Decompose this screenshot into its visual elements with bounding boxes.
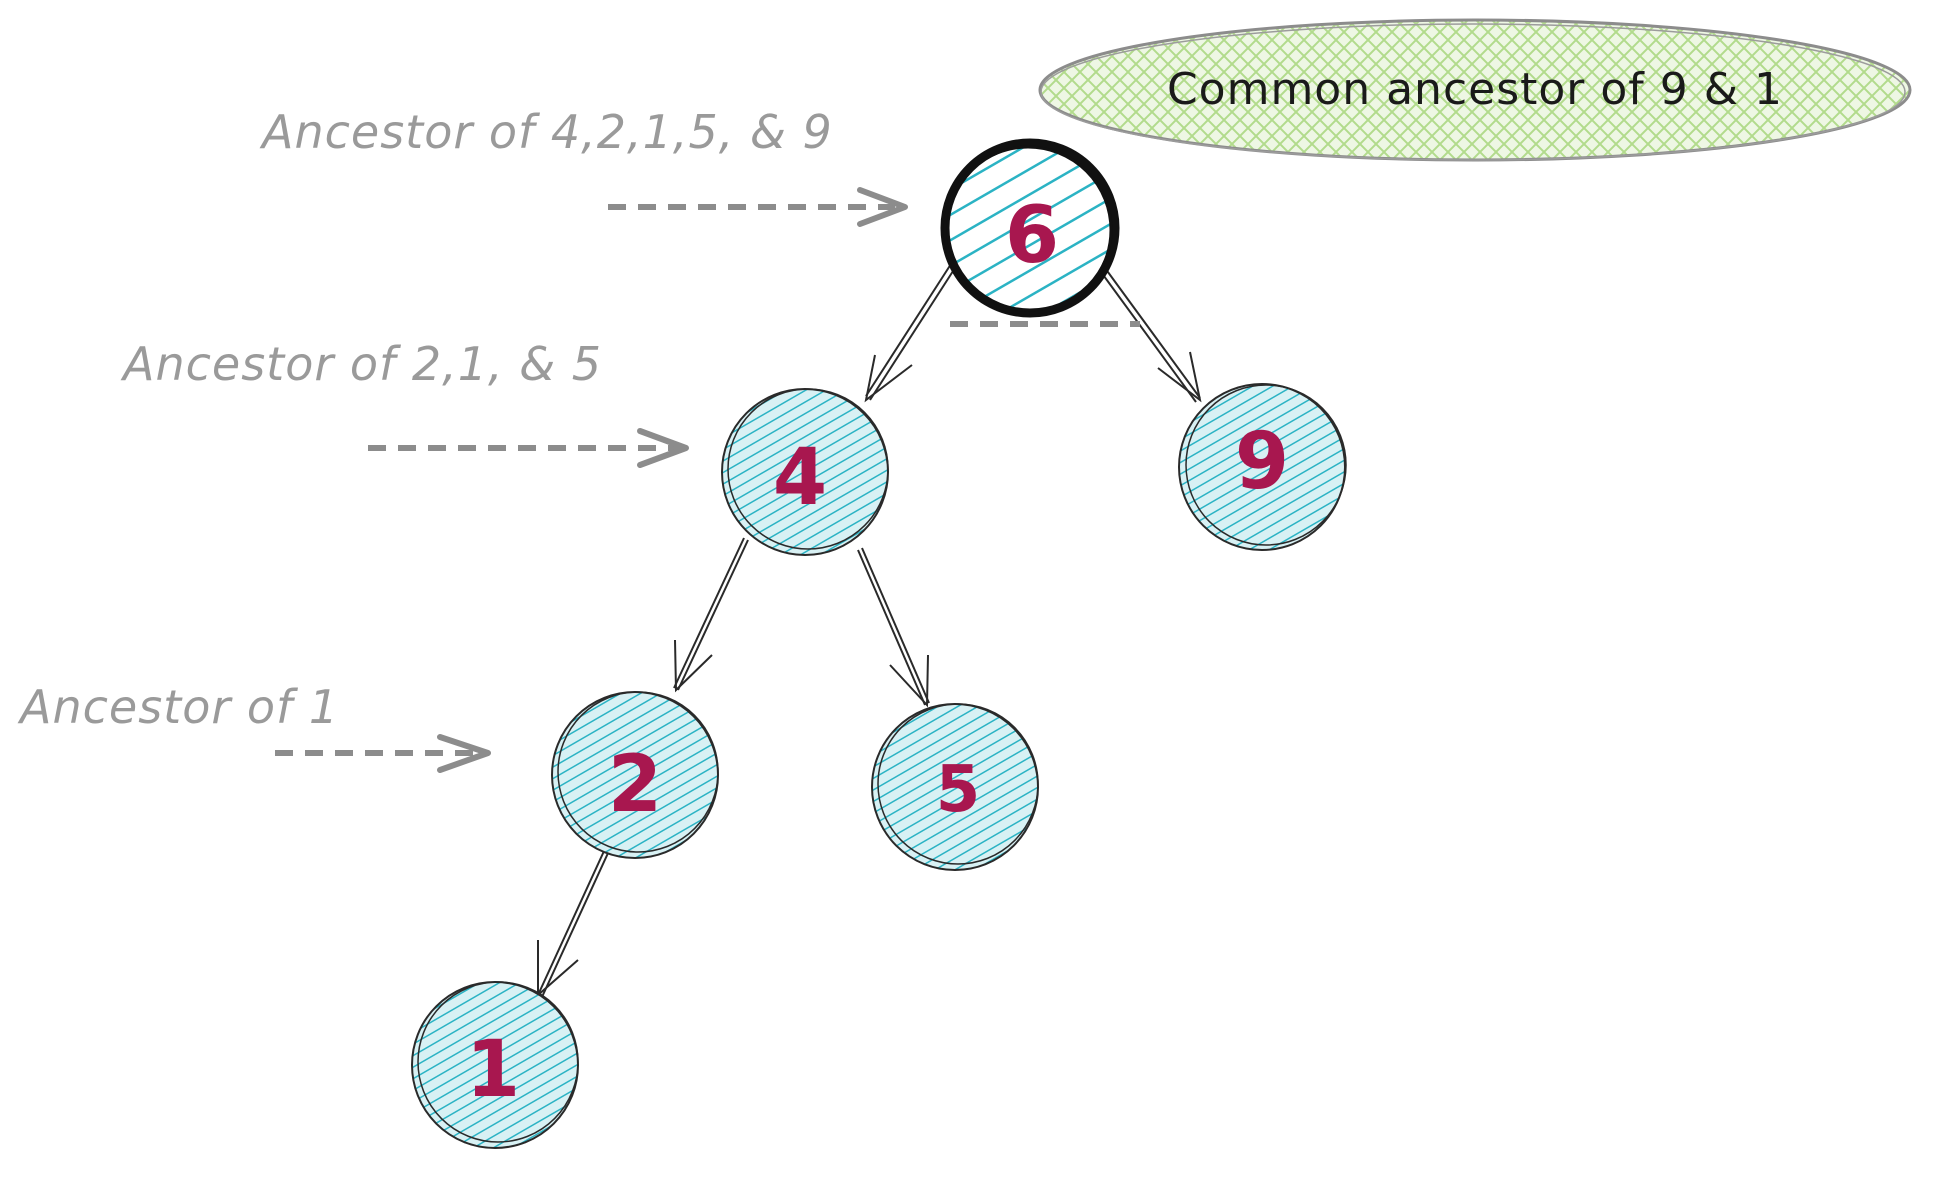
node-9: 9 <box>1178 383 1347 551</box>
node-5: 5 <box>871 703 1039 871</box>
edge-2-1 <box>537 837 615 998</box>
node-6-label: 6 <box>1005 191 1059 281</box>
edge-4-5 <box>857 547 930 708</box>
annotation-ancestor-4-text: Ancestor of 2,1, & 5 <box>120 337 602 391</box>
annotation-ancestor-2-text: Ancestor of 1 <box>17 680 339 734</box>
annotation-ancestor-2: Ancestor of 1 <box>17 680 491 773</box>
node-2: 2 <box>551 691 719 859</box>
node-1-label: 1 <box>466 1025 520 1115</box>
tree-edges <box>537 263 1202 998</box>
node-6: 6 <box>940 138 1120 318</box>
callout-text: Common ancestor of 9 & 1 <box>1167 64 1783 115</box>
node-1: 1 <box>411 981 579 1149</box>
annotation-ancestor-6: Ancestor of 4,2,1,5, & 9 <box>259 105 908 227</box>
node-9-label: 9 <box>1235 417 1289 507</box>
node-5-label: 5 <box>936 753 981 827</box>
annotation-ancestor-6-text: Ancestor of 4,2,1,5, & 9 <box>259 105 833 159</box>
common-ancestor-callout: Common ancestor of 9 & 1 <box>1038 18 1912 162</box>
node-2-label: 2 <box>608 740 662 830</box>
edge-6-4 <box>864 263 956 403</box>
annotation-ancestor-4: Ancestor of 2,1, & 5 <box>120 337 689 468</box>
tree-nodes: 6 4 9 2 5 1 <box>411 138 1347 1149</box>
node-4: 4 <box>721 388 889 556</box>
node-4-label: 4 <box>773 433 827 523</box>
edge-6-9 <box>1100 267 1202 403</box>
edge-4-2 <box>673 537 749 693</box>
